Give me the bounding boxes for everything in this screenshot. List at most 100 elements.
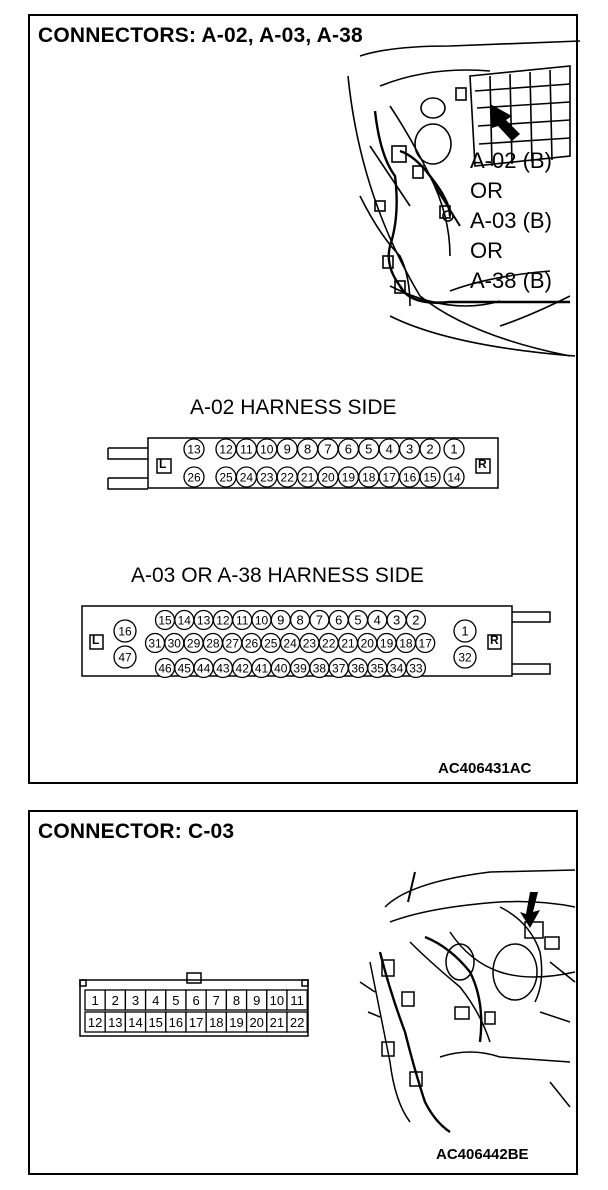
svg-text:14: 14 [178,614,192,628]
svg-text:18: 18 [362,471,376,485]
svg-text:8: 8 [304,442,311,457]
a02-pin-1: 1 [443,438,465,460]
svg-text:41: 41 [255,662,269,676]
a02-pin-18: 18 [358,466,380,488]
a02-harness-heading: A-02 HARNESS SIDE [190,396,397,419]
a03-pin-9: 9 [270,609,291,631]
a03-pin-38: 38 [309,657,330,679]
c03-pin-8: 8 [225,989,248,1011]
a03-pin-43: 43 [212,657,234,679]
a03-pin-34: 34 [386,657,407,679]
a02-right-tag: R [478,457,487,471]
a03-pin-2: 2 [405,609,427,631]
a02-pin-14: 14 [443,466,465,488]
svg-text:11: 11 [290,993,304,1008]
a03-pin-15: 15 [154,609,176,631]
a02-pin-8: 8 [296,438,319,460]
panel1-title: CONNECTORS: A-02, A-03, A-38 [38,24,363,47]
a03-pin-1: 1 [453,619,477,643]
c03-pin-20: 20 [245,1011,268,1033]
svg-text:7: 7 [316,613,323,628]
a03-pin-41: 41 [251,657,272,679]
a03-pin-12: 12 [212,609,234,631]
svg-text:5: 5 [172,993,179,1008]
svg-text:6: 6 [192,993,199,1008]
svg-text:5: 5 [354,613,361,628]
svg-text:27: 27 [226,637,240,651]
a03-pin-45: 45 [174,657,195,679]
a03-pin-40: 40 [270,657,291,679]
svg-text:12: 12 [216,614,230,628]
a03-pin-13: 13 [193,609,214,631]
svg-text:11: 11 [240,443,253,457]
svg-text:3: 3 [393,613,400,628]
a03-a38-harness-heading: A-03 OR A-38 HARNESS SIDE [131,564,424,587]
svg-text:24: 24 [283,637,297,651]
svg-text:2: 2 [426,442,433,457]
a03-pin-32: 32 [453,645,477,669]
a03-pin-33: 33 [405,657,427,679]
a02-pin-13: 13 [183,438,205,460]
svg-text:7: 7 [324,442,331,457]
svg-text:17: 17 [419,637,433,651]
a03-pin-29: 29 [183,632,204,654]
svg-text:20: 20 [361,637,375,651]
a02-pin-12: 12 [215,438,237,460]
svg-text:17: 17 [189,1015,203,1030]
svg-text:16: 16 [118,625,132,639]
a02-pin-3: 3 [398,438,421,460]
svg-text:22: 22 [281,471,295,485]
a02-left-tag: L [159,457,167,471]
a03-pin-44: 44 [193,657,214,679]
svg-text:4: 4 [152,993,159,1008]
svg-text:10: 10 [255,614,269,628]
svg-text:6: 6 [335,613,342,628]
c03-pin-1: 1 [84,989,106,1011]
svg-text:9: 9 [277,613,284,628]
svg-text:32: 32 [458,651,472,665]
a03-pin-18: 18 [395,632,417,654]
svg-text:12: 12 [219,443,233,457]
svg-text:44: 44 [197,662,211,676]
a03-pin-39: 39 [289,657,311,679]
svg-text:13: 13 [197,614,211,628]
svg-text:47: 47 [118,651,132,665]
svg-text:25: 25 [264,637,278,651]
svg-text:4: 4 [386,442,393,457]
svg-text:45: 45 [178,662,192,676]
a02-left-tag-box [156,458,172,474]
svg-text:19: 19 [380,637,394,651]
svg-text:9: 9 [253,993,260,1008]
svg-text:35: 35 [371,662,385,676]
svg-text:17: 17 [383,471,397,485]
svg-text:14: 14 [447,471,461,485]
svg-text:24: 24 [240,471,254,485]
svg-text:18: 18 [399,637,413,651]
a03-pin-37: 37 [328,657,349,679]
svg-text:46: 46 [158,662,172,676]
svg-text:18: 18 [209,1015,223,1030]
c03-pin-17: 17 [185,1011,207,1033]
callout-or-1: OR [470,178,503,203]
a03-pin-24: 24 [279,632,301,654]
svg-text:37: 37 [332,662,346,676]
a03-pin-20: 20 [357,632,378,654]
svg-text:12: 12 [88,1015,102,1030]
a03-pin-17: 17 [415,632,436,654]
svg-text:21: 21 [301,471,315,485]
figure-code-1: AC406431AC [438,760,532,777]
svg-text:9: 9 [284,442,291,457]
svg-text:30: 30 [168,637,182,651]
svg-text:33: 33 [409,662,423,676]
a03-pin-5: 5 [347,609,369,631]
a02-pin-16: 16 [398,466,421,488]
svg-text:11: 11 [236,614,249,628]
svg-text:3: 3 [132,993,139,1008]
svg-text:2: 2 [112,993,119,1008]
a03-pin-3: 3 [386,609,407,631]
svg-text:15: 15 [148,1015,162,1030]
panel2-title: CONNECTOR: C-03 [38,820,235,843]
